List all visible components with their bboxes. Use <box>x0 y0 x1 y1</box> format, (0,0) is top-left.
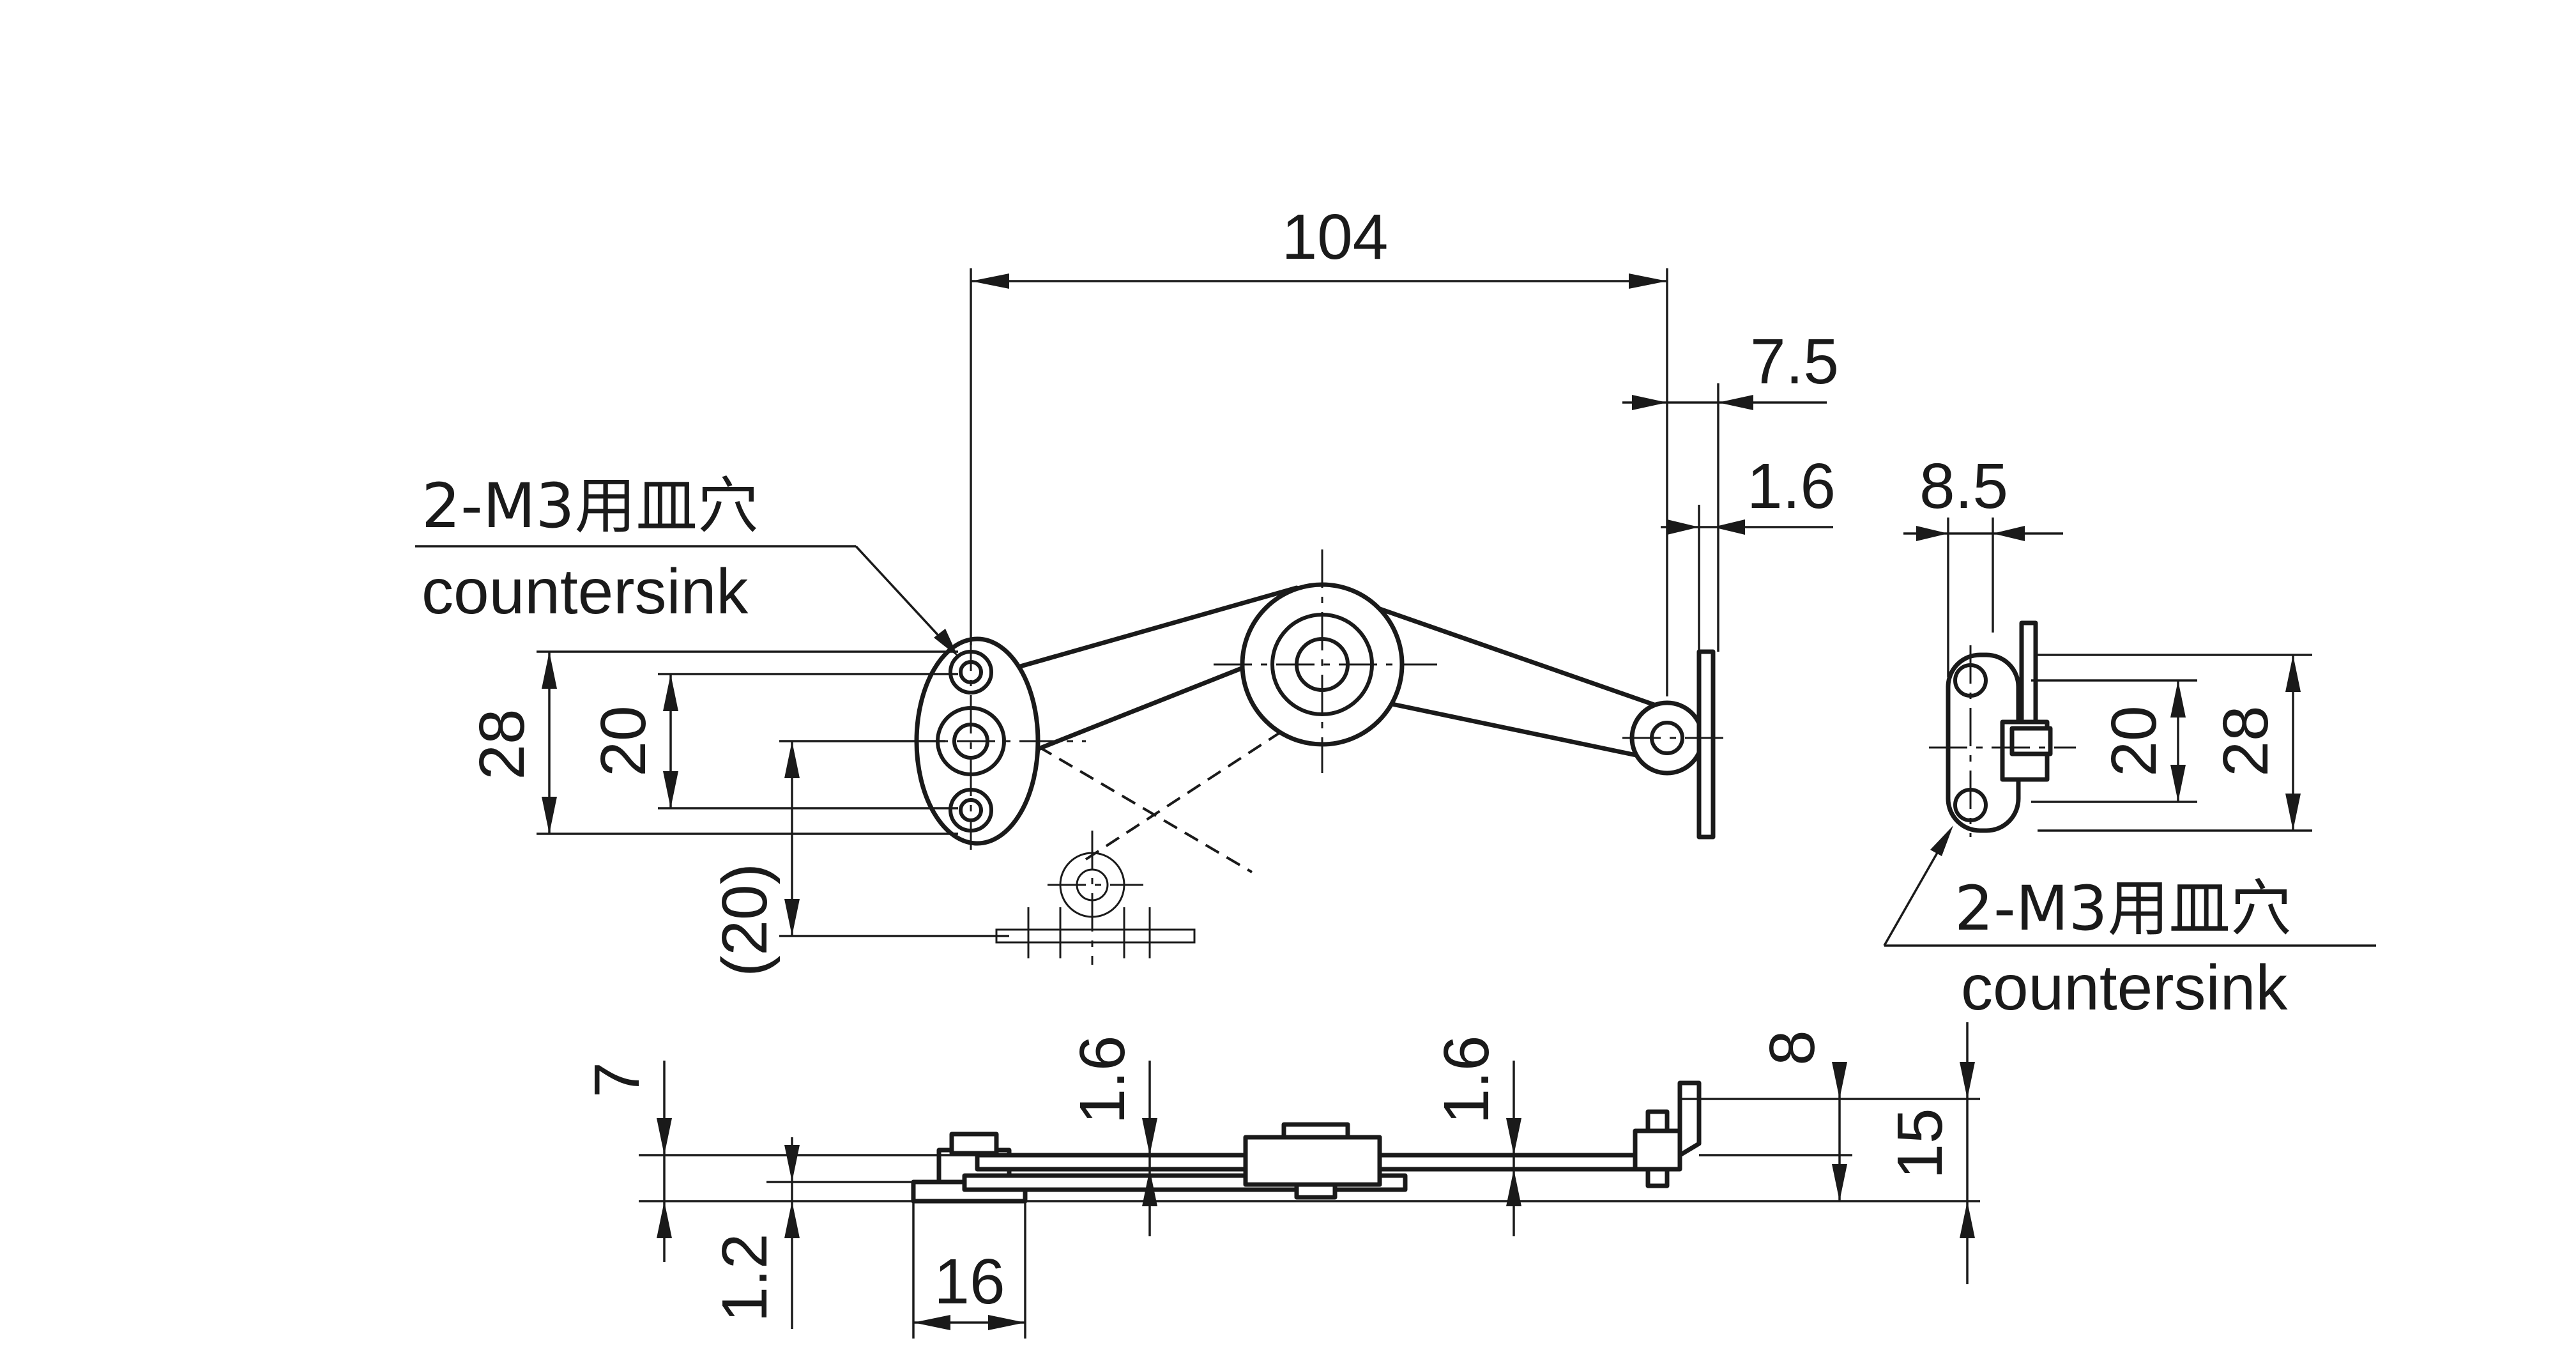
dim-15: 15 <box>1884 1108 1956 1179</box>
bottom-right-bracket <box>1677 1080 1702 1158</box>
dim-20-side: 20 <box>2098 705 2170 776</box>
callout-right-line2: countersink <box>1961 952 2288 1024</box>
callout-left-leader <box>855 545 952 650</box>
dim-20-left: 20 <box>588 705 659 776</box>
dim-1-6-bottom-2: 1.6 <box>1431 1035 1502 1124</box>
dim-7: 7 <box>581 1062 653 1098</box>
dim-7-5: 7.5 <box>1750 326 1839 397</box>
dim-1-6-front: 1.6 <box>1747 450 1836 522</box>
bottom-hub <box>1243 1135 1382 1187</box>
callout-right-line1: 2-M3用皿穴 <box>1955 873 2292 944</box>
dim-28-side: 28 <box>2210 705 2282 776</box>
dim-104: 104 <box>1282 201 1389 273</box>
dim-16: 16 <box>934 1246 1005 1317</box>
callout-left-line1: 2-M3用皿穴 <box>422 470 759 542</box>
right-bracket-plate <box>1696 649 1716 840</box>
callout-left-line2: countersink <box>422 556 749 627</box>
bottom-view: 7 1.2 16 1.6 1.6 8 15 <box>581 1022 1980 1339</box>
hidden-link-lower <box>1085 708 1317 861</box>
dim-20-paren: (20) <box>709 863 781 977</box>
dim-8-5: 8.5 <box>1919 450 2008 522</box>
folded-base <box>995 928 1196 944</box>
dim-8: 8 <box>1757 1030 1828 1066</box>
dim-1-6-bottom-1: 1.6 <box>1067 1035 1138 1124</box>
side-view: 8.5 20 28 2-M3用皿穴 countersink <box>1883 450 2376 1024</box>
dim-1-2: 1.2 <box>709 1233 781 1322</box>
dim-28-left: 28 <box>466 709 538 779</box>
front-view: 104 7.5 1.6 28 20 (20) 2- <box>415 201 1839 977</box>
